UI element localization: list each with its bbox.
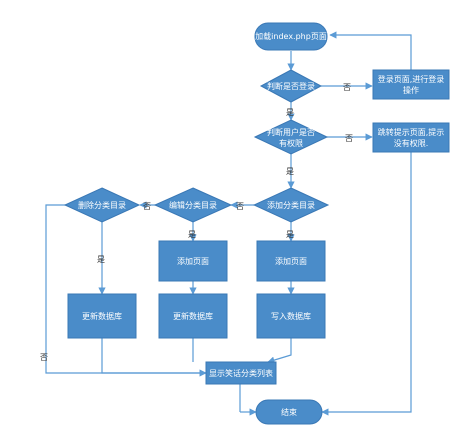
label-login-no: 否 xyxy=(343,83,351,92)
edge-labels: 否 是 否 是 否 否 是 是 是 否 xyxy=(40,83,353,362)
decision-check-permission-line2: 有权限 xyxy=(279,138,303,148)
end-terminator xyxy=(255,399,323,425)
process-redirect-line2: 没有权限. xyxy=(394,138,429,148)
shapes: 加载index.php页面 判断是否登录 登录页面,进行登录 操作 判断用户是否… xyxy=(63,22,450,425)
decision-delete-category-label: 删除分类目录 xyxy=(78,200,126,210)
process-redirect-line1: 跳转提示页面,提示 xyxy=(378,127,445,137)
label-add-yes: 是 xyxy=(286,230,294,239)
process-show-list-label: 显示笑话分类列表 xyxy=(209,368,273,378)
process-write-db xyxy=(256,293,326,339)
end-label: 结束 xyxy=(281,407,297,417)
edge-updatedb1-to-list xyxy=(101,338,206,374)
label-edit-yes: 是 xyxy=(188,230,196,239)
edge-writedb-to-list xyxy=(267,338,292,364)
label-del-no: 否 xyxy=(40,353,48,362)
process-update-db-1 xyxy=(67,293,137,339)
decision-edit-category-label: 编辑分类目录 xyxy=(169,200,217,210)
label-perm-yes: 是 xyxy=(286,167,294,176)
label-edit-no: 否 xyxy=(143,202,151,211)
edge-redirect-to-end xyxy=(321,152,412,416)
process-show-list xyxy=(205,361,277,385)
process-update-db-1-label: 更新数据库 xyxy=(82,311,122,321)
label-login-yes: 是 xyxy=(286,108,294,117)
label-perm-no: 否 xyxy=(345,134,353,143)
process-redirect xyxy=(372,122,450,153)
decision-add-category-label: 添加分类目录 xyxy=(267,200,315,210)
process-login-page-line2: 操作 xyxy=(403,85,419,95)
label-del-yes: 是 xyxy=(97,255,105,264)
edge-del-no xyxy=(45,204,207,377)
process-add-page-2-label: 添加页面 xyxy=(275,256,307,266)
connectors xyxy=(45,31,412,416)
process-add-page-2 xyxy=(256,240,326,282)
decision-check-permission-line1: 判断用户是否 xyxy=(267,127,315,137)
start-label: 加载index.php页面 xyxy=(255,31,327,41)
decision-check-login-label: 判断是否登录 xyxy=(267,81,315,91)
process-add-page-1 xyxy=(158,240,228,282)
decision-edit-category xyxy=(153,187,233,223)
decision-check-login xyxy=(259,69,323,103)
decision-add-category xyxy=(252,187,330,223)
decision-check-permission xyxy=(253,119,329,155)
decision-delete-category xyxy=(63,187,141,223)
process-add-page-1-label: 添加页面 xyxy=(177,256,209,266)
process-write-db-label: 写入数据库 xyxy=(271,311,311,321)
process-update-db-2-label: 更新数据库 xyxy=(173,311,213,321)
label-add-no: 否 xyxy=(236,202,244,211)
start-terminator xyxy=(254,22,328,51)
process-update-db-2 xyxy=(158,293,228,339)
process-login-page xyxy=(372,69,450,100)
process-login-page-line1: 登录页面,进行登录 xyxy=(378,74,445,84)
